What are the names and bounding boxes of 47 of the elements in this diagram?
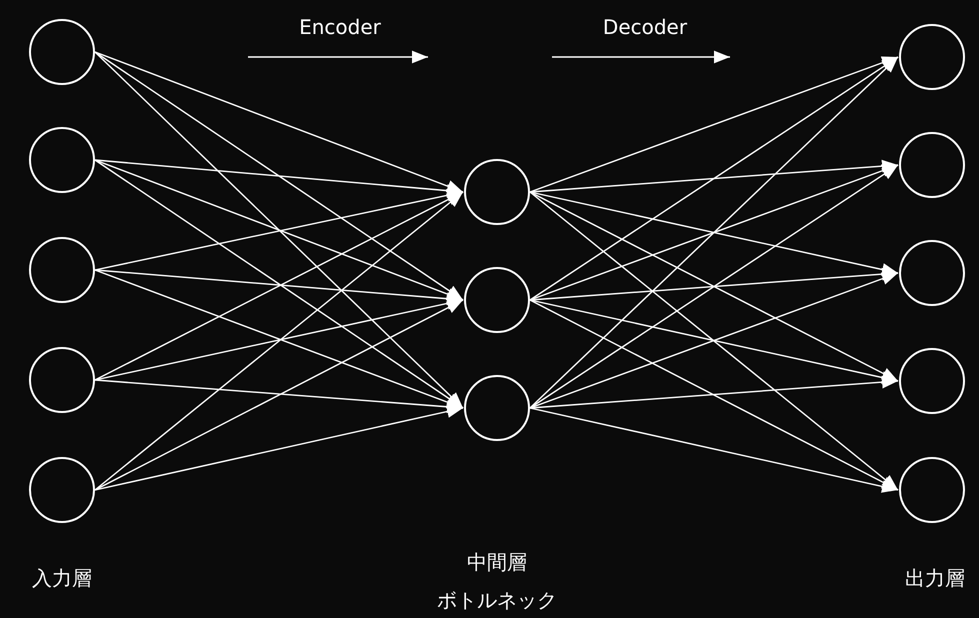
- arrow: [94, 159, 464, 409]
- arrow: [94, 159, 464, 197]
- layer-label: ボトルネック: [437, 588, 557, 612]
- arrow: [94, 405, 464, 491]
- arrow: [94, 191, 464, 381]
- neuron-circle: [29, 127, 95, 193]
- arrow: [530, 191, 898, 382]
- arrow: [530, 191, 898, 276]
- layer-label: 入力層: [32, 566, 92, 590]
- arrow: [94, 269, 464, 306]
- neuron-circle: [899, 132, 965, 198]
- arrow: [94, 379, 464, 414]
- neuron-circle: [29, 19, 95, 85]
- arrow: [530, 160, 898, 193]
- layer-label: 中間層: [467, 550, 527, 574]
- neuron-circle: [899, 457, 965, 523]
- arrow: [530, 376, 898, 409]
- arrow: [530, 164, 898, 301]
- arrow: [530, 56, 898, 301]
- arrow: [530, 299, 898, 491]
- arrow: [94, 51, 464, 301]
- arrow: [94, 159, 464, 301]
- arrow: [94, 297, 464, 381]
- neuron-circle: [899, 240, 965, 306]
- arrow: [94, 51, 464, 193]
- arrow: [530, 272, 898, 409]
- arrow: [94, 52, 464, 408]
- layer-label: 出力層: [905, 566, 965, 590]
- arrow: [530, 56, 898, 408]
- arrow: [530, 299, 898, 384]
- neuron-circle: [464, 375, 530, 441]
- arrow: [94, 191, 464, 491]
- neuron-circle: [899, 348, 965, 414]
- neuron-circle: [29, 237, 95, 303]
- arrow: [530, 164, 898, 409]
- arrow: [94, 269, 464, 409]
- neuron-circle: [464, 267, 530, 333]
- arrow: [530, 56, 898, 193]
- neuron-circle: [464, 159, 530, 225]
- arrow: [94, 299, 464, 491]
- neuron-circle: [29, 457, 95, 523]
- neuron-circle: [899, 24, 965, 90]
- arrow: [94, 189, 464, 271]
- neuron-circle: [29, 347, 95, 413]
- arrow: [530, 268, 898, 301]
- direction-label: Encoder: [299, 15, 381, 39]
- direction-label: Decoder: [602, 15, 688, 39]
